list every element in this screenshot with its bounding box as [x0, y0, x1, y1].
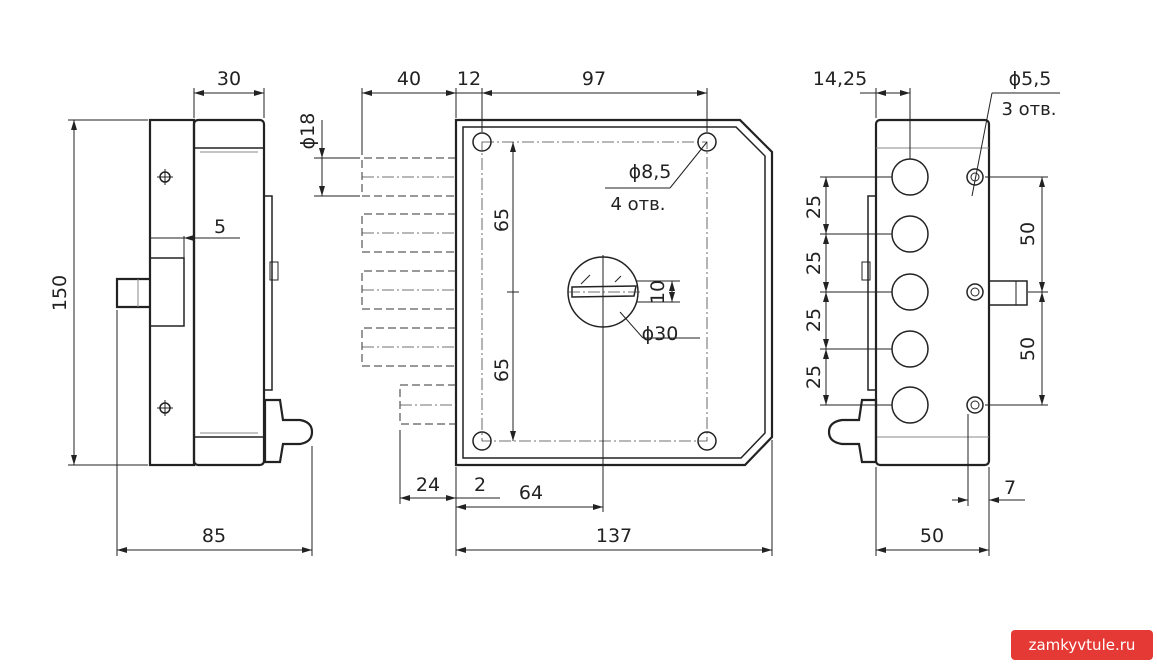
front-view: 40 12 97 ϕ18 ϕ8,5 4 отв. 65 65 10 ϕ30 24… [297, 68, 774, 556]
dim-bolt-extension: 40 [397, 68, 421, 90]
dim-lower-screw: 50 [1017, 337, 1039, 361]
cylinder [567, 255, 680, 512]
dim-key-slot: 10 [647, 280, 669, 304]
label-screw-count: 3 отв. [1001, 99, 1056, 120]
dim-lower-half: 65 [491, 358, 513, 382]
dim-height: 150 [49, 275, 71, 311]
dim-top-gap: 12 [457, 68, 481, 90]
label-hole-count: 4 отв. [610, 194, 665, 215]
mounting-holes [472, 132, 717, 451]
dim-plate-offset: 7 [1004, 477, 1016, 499]
bolts [361, 157, 456, 425]
dim-pitch-1: 25 [803, 195, 825, 219]
dim-bottom-width: 50 [920, 525, 944, 547]
dim-pitch-4: 25 [803, 365, 825, 389]
dim-bottom-offset: 24 [416, 474, 440, 496]
dim-total-width: 137 [596, 525, 632, 547]
dim-backset: 64 [519, 482, 543, 504]
dim-total-depth: 85 [202, 525, 226, 547]
dim-hole-span: 97 [582, 68, 606, 90]
right-side-view: 25 25 25 25 50 50 14,25 ϕ5,5 3 отв. 7 50 [803, 68, 1060, 556]
dim-upper-half: 65 [491, 208, 513, 232]
dim-screw-diameter: ϕ5,5 [1009, 68, 1052, 90]
dim-bottom-small: 2 [474, 474, 486, 496]
dim-pitch-3: 25 [803, 308, 825, 332]
dim-pitch-2: 25 [803, 251, 825, 275]
screw-holes [966, 168, 984, 414]
dim-cylinder-diameter: ϕ30 [642, 323, 679, 345]
bolt-openings [891, 158, 929, 424]
dim-bolt-offset: 5 [214, 216, 226, 238]
dim-upper-screw: 50 [1017, 222, 1039, 246]
dim-bolt-diameter: ϕ18 [297, 113, 319, 150]
dim-top-offset: 14,25 [813, 68, 867, 90]
dim-hole-diameter: ϕ8,5 [629, 161, 672, 183]
dim-side-top-width: 30 [217, 68, 241, 90]
watermark-badge[interactable]: zamkyvtule.ru [1011, 630, 1153, 660]
left-side-view: 30 150 5 85 [49, 68, 314, 556]
